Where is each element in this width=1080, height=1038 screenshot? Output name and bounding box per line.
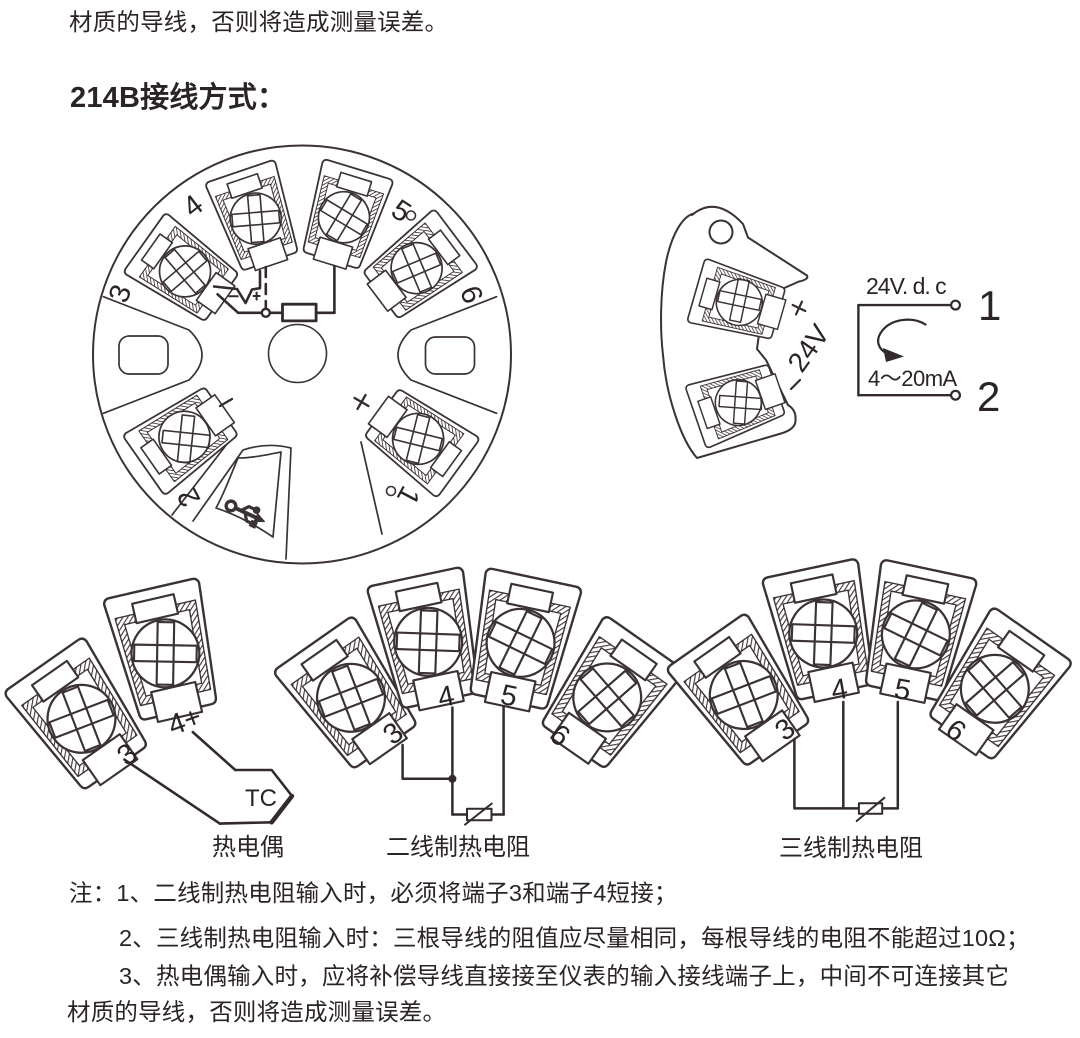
svg-text:三线制热电阻: 三线制热电阻	[779, 835, 923, 862]
svg-text:4: 4	[829, 673, 850, 707]
svg-text:5: 5	[498, 679, 520, 714]
svg-text:热电偶: 热电偶	[212, 834, 284, 861]
svg-text:二线制热电阻: 二线制热电阻	[386, 834, 530, 861]
svg-text:TC: TC	[245, 785, 277, 812]
svg-text:2: 2	[977, 373, 1000, 420]
svg-text:6: 6	[453, 282, 489, 309]
svg-text:4: 4	[177, 189, 209, 224]
svg-text:4～20mA: 4～20mA	[868, 366, 958, 391]
svg-text:24V: 24V	[782, 319, 836, 378]
svg-text:4: 4	[435, 680, 457, 715]
svg-text:24V. d. c: 24V. d. c	[866, 273, 946, 299]
svg-text:3: 3	[103, 281, 139, 308]
svg-text:5: 5	[892, 673, 913, 707]
svg-text:1: 1	[978, 282, 1001, 329]
